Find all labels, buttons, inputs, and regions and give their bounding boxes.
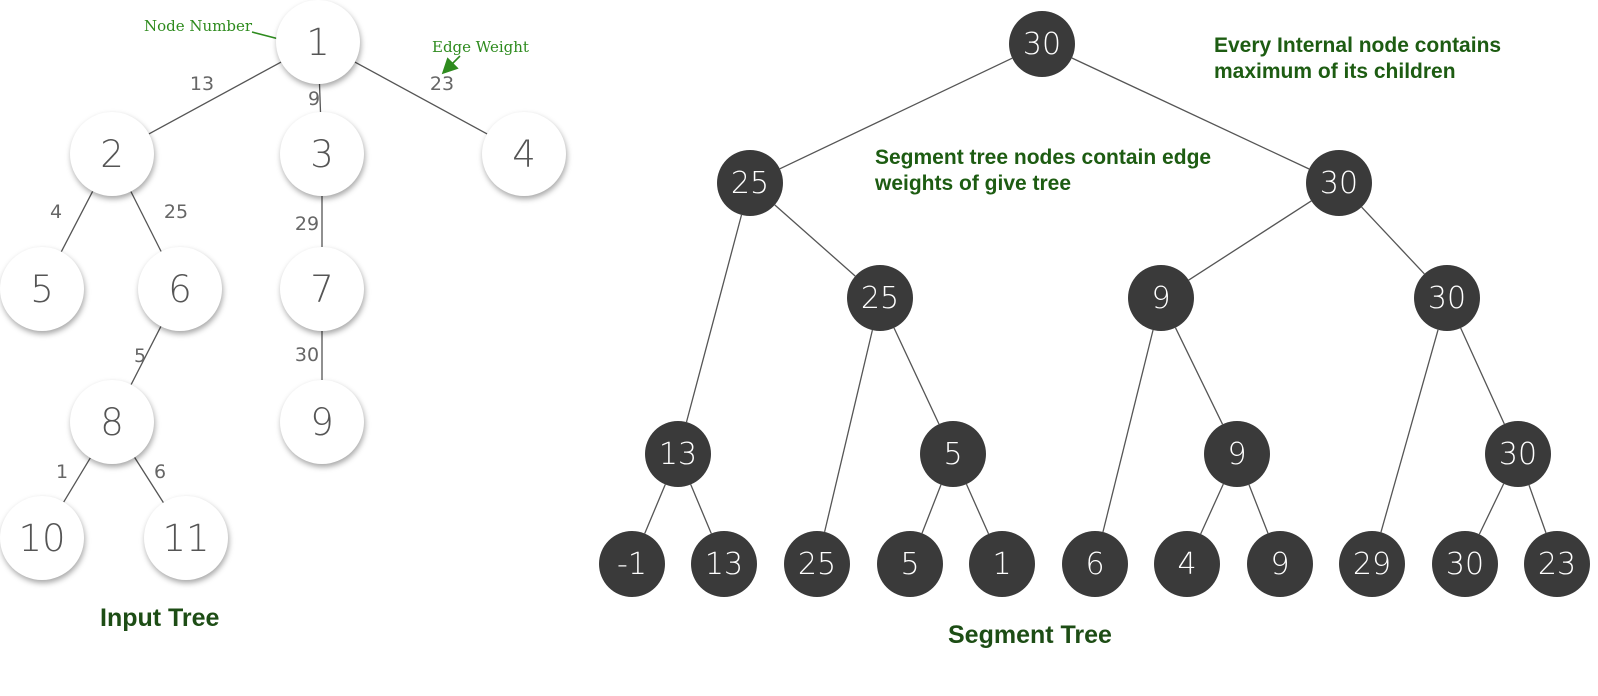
input-node: 3: [280, 112, 364, 196]
input-edge-1-4: [354, 61, 488, 135]
input-node: 7: [280, 247, 364, 331]
segment-node: 30: [1414, 265, 1480, 331]
input-node: 9: [280, 380, 364, 464]
segment-node: 9: [1247, 531, 1313, 597]
segment-node: 13: [645, 421, 711, 487]
segment-node: 30: [1306, 150, 1372, 216]
segment-node: 29: [1339, 531, 1405, 597]
input-edge-6-8: [130, 326, 162, 385]
segment-edge: [690, 484, 712, 534]
edge-weight-label: 13: [189, 73, 215, 95]
segment-node: 4: [1154, 531, 1220, 597]
segment-edge: [1248, 484, 1269, 534]
segment-node: 23: [1524, 531, 1590, 597]
input-edge-8-10: [63, 457, 91, 503]
input-edge-1-3: [318, 83, 322, 113]
segment-node: 6: [1062, 531, 1128, 597]
internal-node-note: Every Internal node contains maximum of …: [1214, 34, 1502, 83]
segment-edge: [823, 329, 874, 533]
segment-node: 25: [784, 531, 850, 597]
input-node: 4: [482, 112, 566, 196]
input-node: 1: [276, 0, 360, 84]
segment-node: 5: [877, 531, 943, 597]
segment-edge: [1361, 206, 1425, 275]
segment-node: 30: [1432, 531, 1498, 597]
segment-edge: [1102, 329, 1154, 533]
segment-node: 25: [847, 265, 913, 331]
segment-edge: [644, 484, 666, 534]
segment-edge: [1380, 329, 1439, 533]
input-tree-caption: Input Tree: [100, 604, 220, 632]
node-number-annotation: Node Number: [144, 17, 253, 35]
edge-weight-arrow: [441, 55, 461, 75]
edge-weight-label: 29: [294, 213, 320, 235]
edge-weight-label: 4: [49, 201, 63, 223]
input-node: 8: [70, 380, 154, 464]
segment-node: -1: [599, 531, 665, 597]
segment-edge: [893, 327, 940, 425]
segment-edge: [774, 204, 856, 277]
segment-edge: [1460, 327, 1505, 425]
segment-node: 30: [1009, 11, 1075, 77]
input-node: 2: [70, 112, 154, 196]
edge-weight-label: 6: [153, 461, 167, 483]
input-node: 5: [0, 247, 84, 331]
segment-node: 5: [920, 421, 986, 487]
input-node: 10: [0, 496, 84, 580]
segment-node: 9: [1128, 265, 1194, 331]
segment-tree-caption: Segment Tree: [948, 621, 1112, 649]
edge-weight-label: 23: [429, 73, 455, 95]
edge-weight-annotation: Edge Weight: [432, 38, 529, 56]
segment-edge: [1188, 200, 1312, 281]
input-node: 11: [144, 496, 228, 580]
segment-edge: [1174, 327, 1224, 425]
edge-weight-label: 25: [163, 201, 189, 223]
segment-edge: [779, 57, 1013, 170]
edge-weight-label: 5: [133, 345, 147, 367]
segment-edge: [1478, 483, 1505, 535]
input-edge-1-2: [148, 61, 282, 135]
segment-node: 25: [717, 150, 783, 216]
input-edge-2-5: [60, 190, 94, 253]
segment-node: 1: [969, 531, 1035, 597]
segment-edge: [1071, 57, 1310, 170]
segment-edge: [965, 483, 990, 535]
edge-weight-label: 30: [294, 344, 320, 366]
input-edge-2-6: [130, 191, 162, 252]
segment-node-note: Segment tree nodes contain edge weights …: [875, 146, 1212, 195]
segment-node: 30: [1485, 421, 1551, 487]
edge-weight-label: 1: [55, 461, 69, 483]
segment-node: 9: [1204, 421, 1270, 487]
input-node: 6: [138, 247, 222, 331]
segment-node: 13: [691, 531, 757, 597]
segment-edge: [685, 214, 743, 423]
input-edge-8-11: [134, 457, 164, 503]
segment-edge: [1528, 484, 1547, 534]
segment-edge: [1200, 483, 1224, 535]
edge-weight-label: 9: [307, 88, 321, 110]
segment-edge: [921, 484, 942, 534]
